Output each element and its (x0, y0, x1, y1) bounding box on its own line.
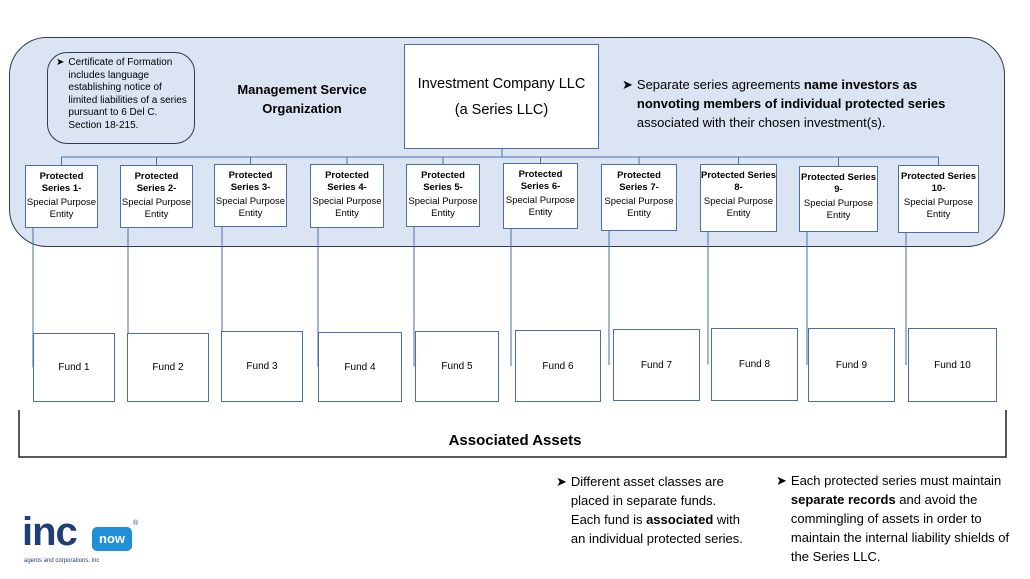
fund-label: Fund 8 (738, 359, 771, 370)
series-name: Protected Series 3- (228, 170, 273, 193)
associated-assets-title: Associated Assets (448, 432, 582, 449)
fund-note-bold: associated (646, 512, 714, 527)
certificate-note-text: Certificate of Formation includes langua… (68, 57, 187, 131)
protected-series-10: Protected Series 10- Special Purpose Enti… (898, 165, 979, 233)
series-name: Protected Series 1- (39, 171, 84, 194)
arrow-bullet-icon: ➤ (56, 57, 65, 68)
series-name: Protected Series 6- (518, 169, 563, 192)
protected-series-5: Protected Series 5- Special Purpose Entit… (406, 164, 480, 227)
fund-label: Fund 10 (934, 359, 971, 371)
fund-label: Fund 1 (58, 362, 90, 373)
company-name: Investment Company LLC (417, 75, 586, 92)
mso-title: Management Service Organization (212, 80, 392, 118)
fund-box-4: Fund 4 (318, 332, 402, 402)
mso-title-line1: Management Service (237, 82, 367, 97)
protected-series-9: Protected Series 9- Special Purpose Entit… (799, 166, 878, 232)
fund-note-pre: Different asset classes are placed in se… (570, 474, 724, 527)
assets-bracket (18, 410, 1007, 458)
arrow-bullet-icon: ➤ (776, 473, 787, 488)
fund-label: Fund 3 (246, 361, 278, 372)
series-name: Protected Series 5- (421, 170, 465, 193)
series-type: Special Purpose Entity (604, 196, 674, 219)
logo-wordmark: inc (22, 510, 78, 554)
fund-label: Fund 7 (640, 359, 673, 371)
series-name: Protected Series 10- (901, 171, 976, 194)
agreement-note-pre: Separate series agreements (636, 77, 804, 92)
fund-note-post: with an individual protected series. (570, 512, 743, 546)
investment-company-box: Investment Company LLC (a Series LLC) (404, 44, 599, 149)
series-name: Protected Series 4- (325, 170, 369, 193)
series-name: Protected Series 7- (617, 170, 661, 193)
incnow-logo: inc now ® agents and corporations, inc (22, 512, 142, 568)
fund-box-9: Fund 9 (808, 328, 895, 402)
protected-series-7: Protected Series 7- Special Purpose Entit… (601, 164, 677, 231)
logo-tagline: agents and corporations, inc (24, 558, 100, 564)
agreement-note-post: associated with their chosen investment(… (636, 115, 886, 130)
company-type: (a Series LLC) (454, 101, 549, 118)
mso-title-line2: Organization (262, 101, 342, 116)
arrow-bullet-icon: ➤ (622, 77, 633, 92)
records-note-pre: Each protected series must maintain (790, 473, 1002, 488)
records-note-bold: separate records (790, 492, 896, 507)
records-note: ➤ Each protected series must maintain se… (776, 471, 1011, 566)
records-note-post: and avoid the commingling of assets in o… (790, 492, 1010, 564)
fund-box-2: Fund 2 (127, 333, 209, 402)
fund-label: Fund 4 (344, 361, 376, 373)
agreement-note-bold: name investors as nonvoting members of i… (636, 77, 946, 111)
fund-label: Fund 5 (441, 361, 473, 372)
fund-box-6: Fund 6 (515, 330, 601, 402)
fund-box-10: Fund 10 (908, 328, 997, 402)
series-name: Protected Series 2- (134, 171, 179, 194)
protected-series-4: Protected Series 4- Special Purpose Entit… (310, 164, 384, 228)
fund-note: ➤ Different asset classes are placed in … (556, 472, 746, 548)
fund-label: Fund 9 (835, 359, 868, 371)
certificate-note: ➤ Certificate of Formation includes lang… (47, 52, 195, 144)
fund-box-7: Fund 7 (613, 329, 700, 401)
protected-series-8: Protected Series 8- Special Purpose Entit… (700, 164, 777, 232)
series-type: Special Purpose Entity (312, 196, 382, 219)
fund-box-5: Fund 5 (415, 331, 499, 402)
fund-box-8: Fund 8 (711, 328, 798, 401)
series-type: Special Purpose Entity (215, 196, 286, 219)
logo-badge: now (92, 527, 132, 551)
series-type: Special Purpose Entity (505, 195, 576, 218)
fund-label: Fund 2 (152, 362, 184, 373)
series-name: Protected Series 9- (801, 172, 876, 195)
series-type: Special Purpose Entity (408, 196, 478, 219)
protected-series-6: Protected Series 6- Special Purpose Entit… (503, 163, 578, 229)
fund-label: Fund 6 (542, 360, 574, 372)
protected-series-1: Protected Series 1- Special Purpose Entit… (25, 165, 98, 228)
series-type: Special Purpose Entity (703, 196, 774, 219)
fund-box-3: Fund 3 (221, 331, 303, 402)
protected-series-2: Protected Series 2- Special Purpose Entit… (120, 165, 193, 228)
series-type: Special Purpose Entity (803, 198, 874, 221)
arrow-bullet-icon: ➤ (556, 474, 567, 489)
protected-series-3: Protected Series 3- Special Purpose Entit… (214, 164, 287, 227)
agreement-note: ➤ Separate series agreements name invest… (622, 75, 952, 132)
fund-box-1: Fund 1 (33, 333, 115, 402)
series-type: Special Purpose Entity (121, 197, 192, 220)
series-type: Special Purpose Entity (26, 197, 97, 220)
series-name: Protected Series 8- (701, 170, 776, 193)
series-type: Special Purpose Entity (903, 197, 974, 220)
logo-registered-mark: ® (133, 520, 139, 527)
